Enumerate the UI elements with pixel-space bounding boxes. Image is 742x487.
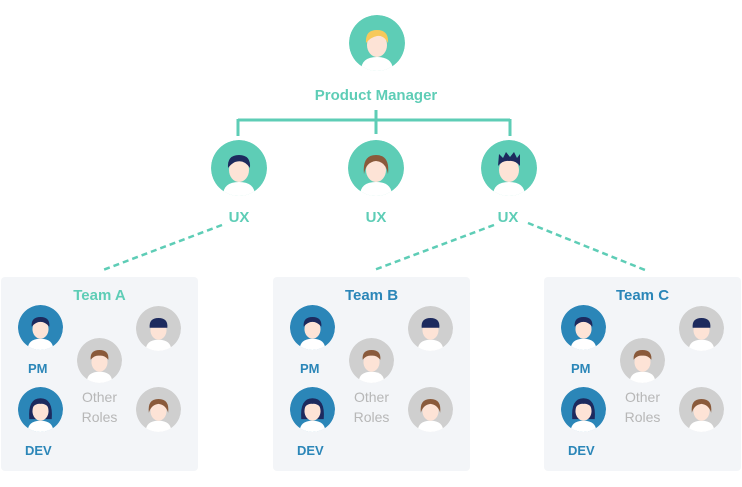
team-a-other-avatar-1 — [136, 306, 181, 351]
team-c-dev-avatar — [561, 387, 606, 432]
team-b-dev-label: DEV — [297, 443, 324, 458]
team-c-other-avatar-1 — [679, 306, 724, 351]
ux-avatar-1 — [211, 140, 267, 196]
ux-label-1: UX — [228, 209, 250, 226]
team-a-other-roles: Other Roles — [72, 387, 127, 427]
team-a-other-line2: Roles — [81, 409, 118, 425]
team-b-title: Team B — [344, 287, 399, 304]
team-b-pm-label: PM — [300, 361, 320, 376]
team-c-other-avatar-2 — [620, 338, 665, 383]
ux-label-2: UX — [365, 209, 387, 226]
product-manager-title: Product Manager — [314, 87, 438, 104]
team-a-dev-label: DEV — [25, 443, 52, 458]
team-a-title: Team A — [73, 287, 126, 304]
team-a-pm-avatar — [18, 305, 63, 350]
team-a-pm-label: PM — [28, 361, 48, 376]
team-b-other-line2: Roles — [353, 409, 390, 425]
team-b-other-avatar-2 — [349, 338, 394, 383]
team-b-dev-avatar — [290, 387, 335, 432]
team-c-dev-label: DEV — [568, 443, 595, 458]
team-c-other-roles: Other Roles — [615, 387, 670, 427]
team-b-panel: Team B PM DEV Other Roles — [273, 277, 470, 471]
team-c-panel: Team C PM DEV Other Roles — [544, 277, 741, 471]
team-a-other-avatar-2 — [77, 338, 122, 383]
team-b-other-roles: Other Roles — [344, 387, 399, 427]
team-a-other-avatar-3 — [136, 387, 181, 432]
team-c-other-avatar-3 — [679, 387, 724, 432]
team-a-panel: Team A PM DEV Other Roles — [1, 277, 198, 471]
team-a-dev-avatar — [18, 387, 63, 432]
team-c-other-line2: Roles — [624, 409, 661, 425]
team-a-other-line1: Other — [81, 389, 117, 405]
team-b-other-avatar-3 — [408, 387, 453, 432]
team-b-other-line1: Other — [353, 389, 389, 405]
ux-avatar-2 — [348, 140, 404, 196]
ux-avatar-3 — [481, 140, 537, 196]
org-tree-lines — [236, 110, 512, 136]
product-manager-avatar — [349, 15, 405, 71]
team-b-pm-avatar — [290, 305, 335, 350]
team-c-pm-label: PM — [571, 361, 591, 376]
ux-label-3: UX — [497, 209, 519, 226]
team-c-pm-avatar — [561, 305, 606, 350]
dashed-team-links — [102, 221, 646, 272]
team-c-other-line1: Other — [624, 389, 660, 405]
team-b-other-avatar-1 — [408, 306, 453, 351]
team-c-title: Team C — [615, 287, 670, 304]
